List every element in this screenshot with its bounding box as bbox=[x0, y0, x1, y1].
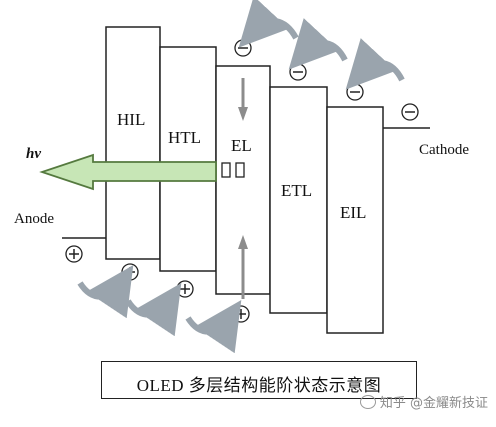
watermark-text: 知乎 @金耀新技证 bbox=[379, 396, 488, 411]
curved-arrow-icon bbox=[185, 300, 242, 354]
electron-icon bbox=[346, 83, 364, 101]
htl-label: HTL bbox=[168, 128, 202, 147]
etl-layer bbox=[269, 86, 328, 314]
hil-label: HIL bbox=[117, 110, 146, 129]
exciton-box-right bbox=[235, 162, 245, 178]
hole-icon bbox=[65, 245, 83, 263]
etl-label: ETL bbox=[281, 181, 313, 200]
electron-descent-arrow bbox=[238, 78, 248, 121]
hole-icon bbox=[121, 263, 139, 281]
eil-layer bbox=[326, 106, 384, 334]
photon-label: hv bbox=[26, 146, 41, 162]
hole-icon bbox=[232, 305, 250, 323]
watermark: 知乎 @金耀新技证 bbox=[359, 392, 488, 411]
hole-ascent-arrow bbox=[238, 235, 248, 299]
el-label: EL bbox=[231, 136, 252, 155]
photon-arrow-icon bbox=[39, 153, 217, 191]
eil-label: EIL bbox=[340, 203, 367, 222]
anode-label: Anode bbox=[14, 211, 54, 227]
diagram-caption: OLED 多层结构能阶状态示意图 bbox=[136, 376, 382, 395]
curved-arrow-icon bbox=[345, 38, 405, 90]
htl-layer bbox=[159, 46, 217, 272]
curved-arrow-icon bbox=[125, 283, 182, 337]
electron-icon bbox=[234, 39, 252, 57]
hole-icon bbox=[176, 280, 194, 298]
exciton-box-left bbox=[221, 162, 231, 178]
cathode-label: Cathode bbox=[419, 142, 469, 158]
curved-arrow-icon bbox=[288, 18, 348, 70]
curved-arrow-icon bbox=[238, 0, 299, 48]
caption-box: OLED 多层结构能阶状态示意图 bbox=[101, 361, 417, 399]
electron-icon bbox=[289, 63, 307, 81]
electron-icon bbox=[401, 103, 419, 121]
wechat-icon bbox=[359, 395, 376, 409]
hil-layer bbox=[105, 26, 161, 260]
curved-arrow-icon bbox=[77, 265, 134, 319]
